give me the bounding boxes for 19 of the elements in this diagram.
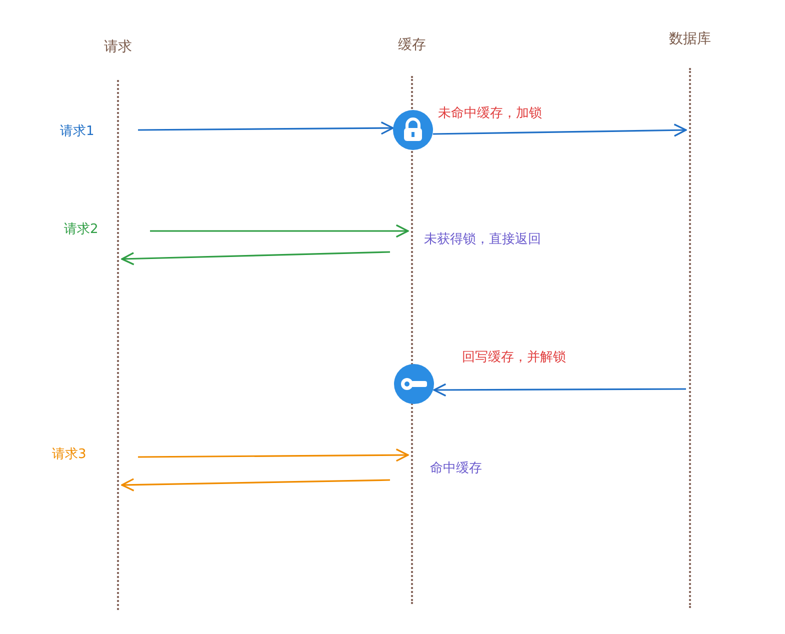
arrow (138, 121, 394, 135)
annotation: 未获得锁，直接返回 (424, 231, 541, 248)
annotation: 回写缓存，并解锁 (462, 349, 566, 366)
arrow (432, 124, 687, 137)
arrow (121, 251, 390, 266)
arrow (138, 448, 409, 462)
lifeline-header: 数据库 (669, 30, 711, 48)
request-label: 请求2 (64, 221, 98, 238)
annotation: 命中缓存 (430, 460, 482, 477)
arrow (121, 478, 390, 492)
request-label: 请求1 (60, 123, 94, 140)
annotation: 未命中缓存，加锁 (438, 105, 542, 122)
key-icon (394, 364, 434, 404)
lifeline-header: 请求 (104, 38, 132, 56)
lifeline-header: 缓存 (398, 36, 426, 54)
lock-icon (393, 110, 433, 150)
arrow (433, 383, 686, 397)
request-label: 请求3 (52, 446, 86, 463)
arrow (150, 224, 409, 238)
